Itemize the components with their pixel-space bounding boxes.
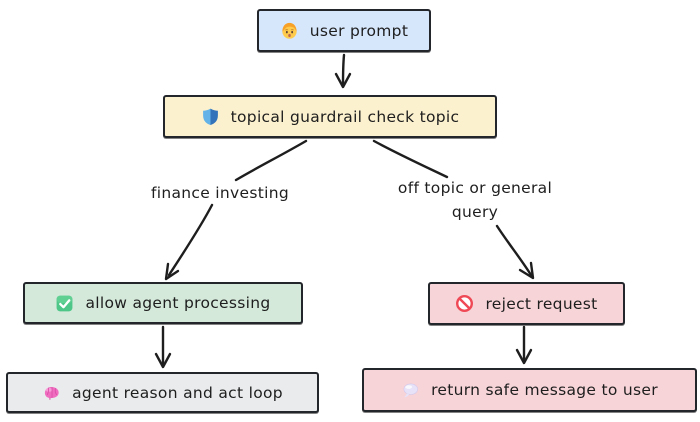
arrow-guardrail-to-finance <box>234 139 308 182</box>
edge-label-finance-investing: finance investing <box>151 184 289 202</box>
arrow-offtopic-to-reject <box>495 224 533 277</box>
edge-label-off-topic: off topic or general query <box>397 179 553 221</box>
node-label: topical guardrail check topic <box>230 107 460 126</box>
person-icon <box>280 21 299 40</box>
check-box-icon <box>55 294 74 313</box>
arrowhead <box>515 348 533 365</box>
node-label: reject request <box>485 294 598 313</box>
node-label: user prompt <box>309 21 409 40</box>
node-allow-agent-processing: allow agent processing <box>23 282 303 324</box>
node-label: agent reason and act loop <box>72 383 283 402</box>
brain-icon <box>42 383 61 402</box>
node-user-prompt: user prompt <box>257 9 431 52</box>
arrowhead <box>518 261 535 280</box>
arrowhead <box>164 262 180 281</box>
node-return-safe-message: return safe message to user <box>362 368 697 412</box>
prohibited-icon <box>455 294 474 313</box>
node-reject-request: reject request <box>428 282 625 325</box>
speech-balloon-icon <box>401 381 420 400</box>
arrow-guardrail-to-offtopic <box>372 139 449 179</box>
node-label: return safe message to user <box>431 381 658 399</box>
shield-icon <box>201 107 220 126</box>
arrowhead <box>334 72 352 89</box>
arrowhead <box>154 352 172 369</box>
arrow-finance-to-allow <box>167 203 214 277</box>
arrow-user-to-guardrail <box>341 53 346 87</box>
node-label: allow agent processing <box>85 294 271 312</box>
node-agent-reason-act-loop: agent reason and act loop <box>6 372 319 413</box>
node-topical-guardrail: topical guardrail check topic <box>163 95 497 138</box>
